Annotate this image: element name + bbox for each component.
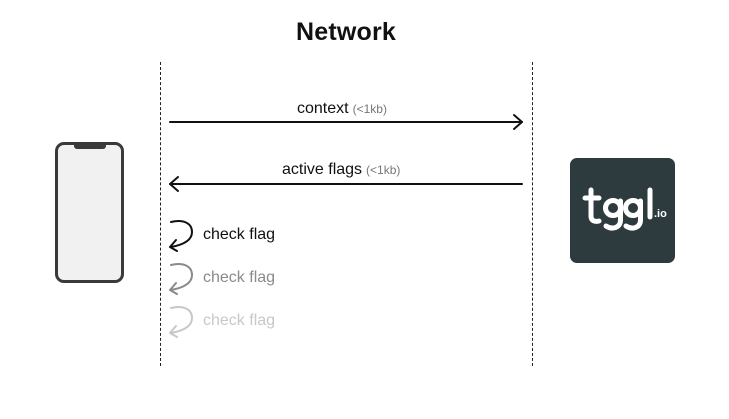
- active-flags-size: (<1kb): [366, 163, 401, 177]
- check-flag-item-1: check flag: [168, 218, 328, 252]
- check-flag-label: check flag: [203, 226, 276, 243]
- check-flag-label: check flag: [203, 312, 276, 329]
- phone-notch: [74, 144, 106, 149]
- context-label-text: context: [297, 100, 349, 117]
- check-flag-item-3: check flag: [168, 304, 328, 338]
- tggl-logo: .io: [570, 158, 675, 263]
- diagram-title: Network: [295, 18, 397, 46]
- active-flags-arrow: [169, 176, 523, 192]
- check-flag-item-2: check flag: [168, 261, 328, 295]
- context-arrow: [169, 114, 523, 130]
- self-loop-arrow-icon: [169, 263, 194, 295]
- active-flags-arrow-label: active flags(<1kb): [282, 161, 400, 179]
- active-flags-label-text: active flags: [282, 161, 363, 178]
- self-loop-arrow-icon: [169, 306, 194, 338]
- tggl-logo-mark: .io: [582, 187, 667, 231]
- context-size: (<1kb): [352, 102, 387, 116]
- context-arrow-label: context(<1kb): [297, 100, 387, 118]
- phone-icon: [55, 142, 124, 283]
- check-flag-label: check flag: [203, 269, 276, 286]
- tggl-logo-suffix: .io: [654, 208, 667, 220]
- lifeline-server: [532, 62, 533, 366]
- self-loop-arrow-icon: [169, 220, 194, 252]
- lifeline-client: [160, 62, 161, 366]
